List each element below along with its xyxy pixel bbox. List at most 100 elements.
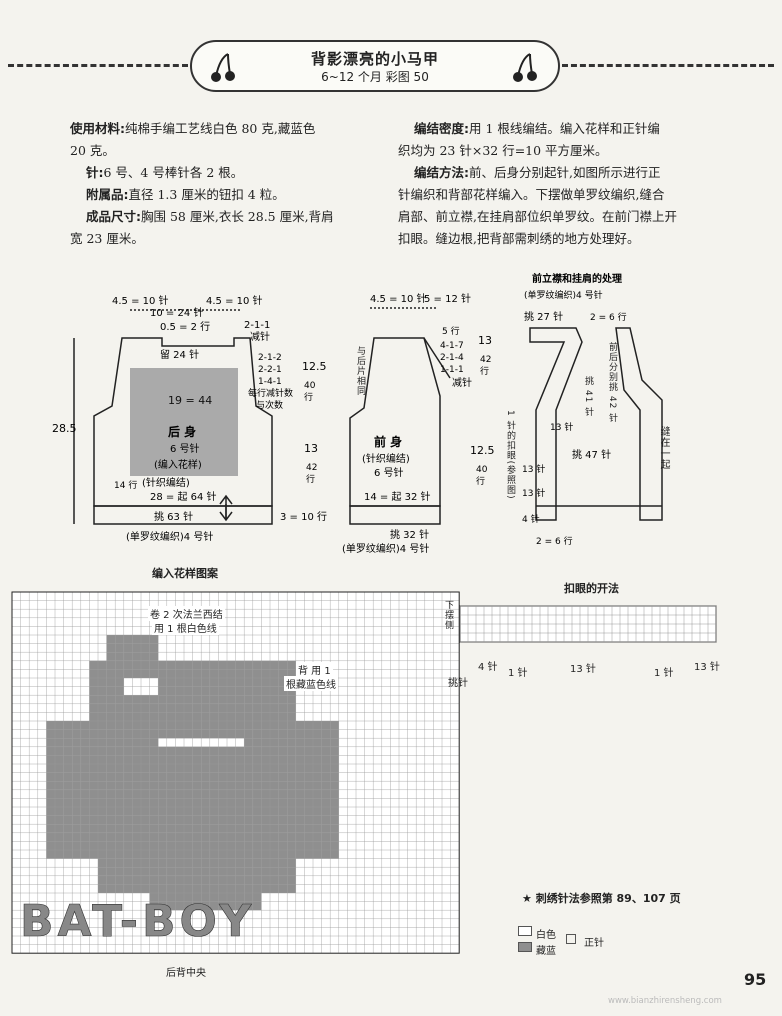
- chart-cell: [115, 643, 124, 653]
- chart-cell: [141, 746, 150, 756]
- chart-cell: [149, 772, 159, 782]
- chart-cell: [252, 884, 262, 893]
- motif-label: 19 = 44: [168, 394, 212, 407]
- chart-cell: [106, 815, 116, 825]
- chart-cell: [149, 755, 159, 764]
- chart-cell: [123, 798, 133, 807]
- chart-cell: [184, 884, 193, 893]
- chart-cell: [106, 746, 116, 756]
- chart-cell: [80, 721, 90, 730]
- chart-cell: [235, 832, 245, 842]
- chart-cell: [313, 781, 322, 790]
- chart-cell: [244, 755, 253, 764]
- chart-cell: [115, 678, 124, 687]
- chart-cell: [106, 635, 116, 644]
- dim-label: 行: [304, 391, 313, 403]
- chart-cell: [261, 858, 270, 868]
- chart-cell: [270, 755, 279, 764]
- chart-cell: [46, 729, 55, 739]
- chart-cell: [46, 738, 55, 747]
- chart-cell: [244, 893, 253, 902]
- chart-cell: [209, 832, 219, 842]
- dim-label: 5 = 12 针: [424, 292, 471, 305]
- chart-cell: [132, 807, 141, 816]
- chart-cell: [270, 764, 279, 773]
- chart-cell: [158, 832, 167, 842]
- chart-cell: [235, 712, 245, 721]
- chart-cell: [192, 755, 202, 764]
- chart-cell: [166, 789, 176, 799]
- chart-cell: [132, 669, 141, 678]
- chart-cell: [321, 841, 331, 850]
- chart-cell: [184, 729, 193, 739]
- dim-label: 40: [304, 381, 316, 391]
- chart-cell: [278, 875, 288, 885]
- chart-cell: [72, 789, 81, 799]
- dim-label: 14 行: [114, 479, 137, 491]
- chart-cell: [158, 875, 167, 885]
- chart-note: 背 用 1: [296, 662, 333, 677]
- chart-cell: [98, 738, 107, 747]
- chart-cell: [158, 746, 167, 756]
- bh-label: 13 针: [570, 664, 596, 675]
- chart-cell: [80, 755, 90, 764]
- chart-cell: [218, 815, 227, 825]
- chart-cell: [166, 695, 176, 704]
- chart-cell: [287, 781, 296, 790]
- chart-cell: [46, 807, 55, 816]
- chart-cell: [158, 824, 167, 833]
- chart-cell: [123, 712, 133, 721]
- chart-cell: [106, 678, 116, 687]
- chart-cell: [270, 669, 279, 678]
- chart-cell: [278, 832, 288, 842]
- chart-cell: [287, 755, 296, 764]
- chart-cell: [235, 893, 245, 902]
- dim-label: 5 行: [442, 325, 460, 337]
- chart-cell: [278, 815, 288, 825]
- chart-cell: [158, 703, 167, 713]
- chart-cell: [123, 695, 133, 704]
- chart-cell: [252, 678, 262, 687]
- chart-cell: [287, 867, 296, 876]
- chart-cell: [270, 850, 279, 859]
- chart-cell: [278, 703, 288, 713]
- chart-cell: [123, 867, 133, 876]
- chart-cell: [175, 815, 184, 825]
- chart-cell: [132, 815, 141, 825]
- chart-cell: [270, 832, 279, 842]
- chart-cell: [244, 901, 253, 911]
- chart-cell: [244, 738, 253, 747]
- piece-needle: 6 号针: [170, 442, 200, 455]
- chart-cell: [72, 807, 81, 816]
- chart-cell: [227, 884, 236, 893]
- legend-knit: 正针: [584, 938, 604, 949]
- chart-cell: [261, 772, 270, 782]
- chart-cell: [330, 755, 339, 764]
- chart-cell: [321, 807, 331, 816]
- chart-cell: [270, 686, 279, 696]
- dim-label: 2 = 6 行: [536, 535, 573, 547]
- chart-cell: [123, 738, 133, 747]
- chart-cell: [106, 875, 116, 885]
- chart-center-label: 后背中央: [166, 968, 206, 979]
- chart-cell: [166, 884, 176, 893]
- chart-cell: [149, 643, 159, 653]
- dim-label: 行: [480, 365, 489, 377]
- chart-cell: [46, 755, 55, 764]
- chart-cell: [166, 815, 176, 825]
- bh-label: 1 针: [654, 668, 674, 679]
- chart-cell: [98, 884, 107, 893]
- chart-cell: [209, 729, 219, 739]
- chart-cell: [63, 772, 73, 782]
- chart-cell: [235, 695, 245, 704]
- chart-cell: [98, 703, 107, 713]
- dim-label: 行: [476, 475, 485, 487]
- text: 织均为 23 针×32 行=10 平方厘米。: [398, 143, 608, 158]
- chart-cell: [235, 884, 245, 893]
- placket-buttonhole: 1 针的扣眼(参照图): [505, 410, 515, 500]
- chart-cell: [158, 893, 167, 902]
- chart-cell: [313, 789, 322, 799]
- chart-cell: [295, 807, 305, 816]
- chart-cell: [115, 712, 124, 721]
- chart-cell: [166, 841, 176, 850]
